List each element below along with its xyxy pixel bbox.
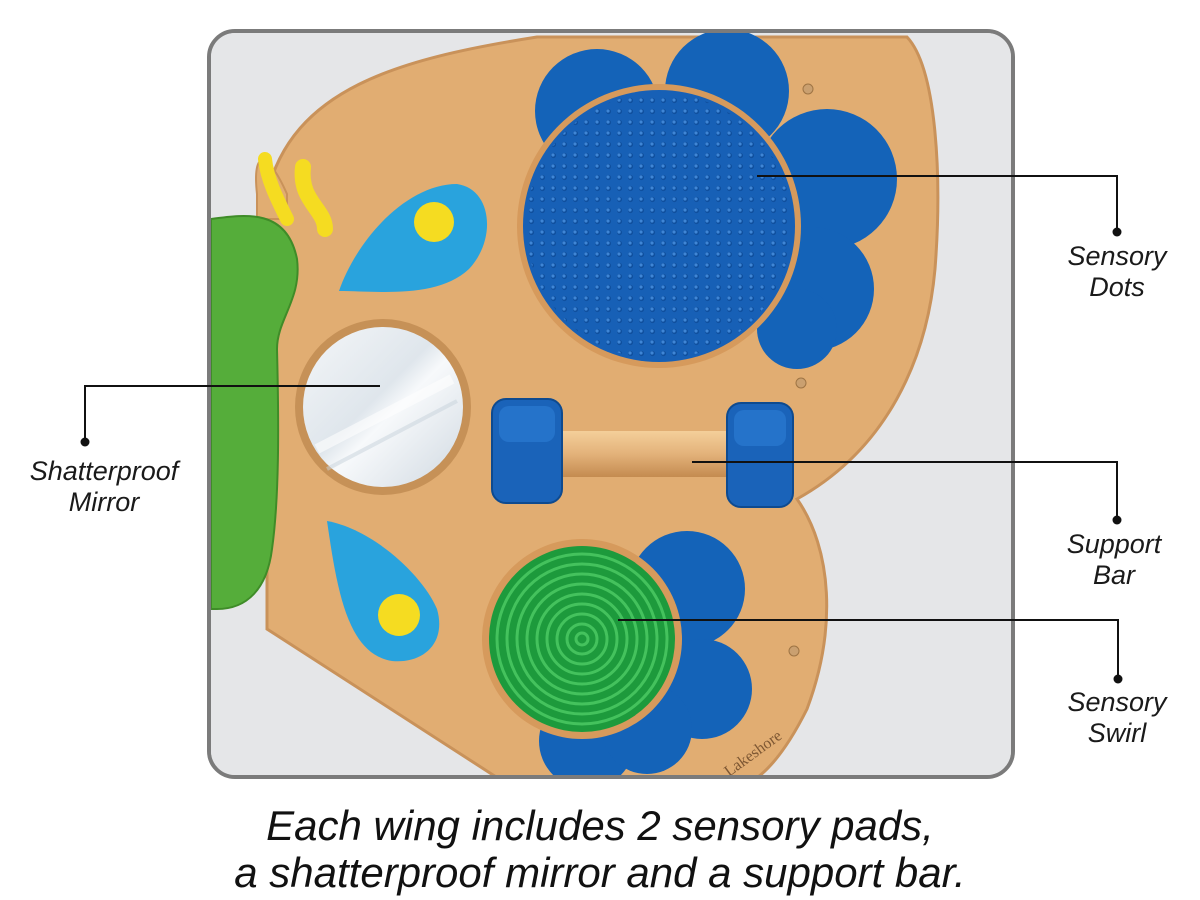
caption-line1: Each wing includes 2 sensory pads, bbox=[266, 802, 934, 849]
callout-sensory-dots-line2: Dots bbox=[1089, 272, 1145, 302]
butterfly-panel-illustration: Lakeshore bbox=[211, 33, 1011, 775]
bottom-caption: Each wing includes 2 sensory pads, a sha… bbox=[0, 802, 1200, 896]
product-photo: Lakeshore bbox=[207, 29, 1015, 779]
caption-line2: a shatterproof mirror and a support bar. bbox=[234, 849, 966, 896]
callout-sensory-swirl-line1: Sensory bbox=[1067, 687, 1167, 717]
callout-shatterproof-mirror: Shatterproof Mirror bbox=[14, 456, 194, 518]
sensory-swirl-pad bbox=[482, 539, 682, 739]
teardrop-lower bbox=[327, 521, 440, 662]
callout-sensory-dots: Sensory Dots bbox=[1058, 241, 1176, 303]
sensory-dots-pad bbox=[517, 84, 801, 368]
callout-sensory-swirl-line2: Swirl bbox=[1087, 718, 1147, 748]
callout-support-bar: Support Bar bbox=[1054, 529, 1174, 591]
callout-support-bar-line1: Support bbox=[1066, 529, 1162, 559]
callout-mirror-line1: Shatterproof bbox=[29, 456, 179, 486]
callout-support-bar-line2: Bar bbox=[1092, 560, 1136, 590]
callout-sensory-swirl: Sensory Swirl bbox=[1058, 687, 1176, 749]
teardrop-upper bbox=[339, 184, 488, 292]
callout-sensory-dots-line1: Sensory bbox=[1067, 241, 1167, 271]
callout-mirror-line2: Mirror bbox=[68, 487, 140, 517]
shatterproof-mirror bbox=[295, 319, 471, 495]
